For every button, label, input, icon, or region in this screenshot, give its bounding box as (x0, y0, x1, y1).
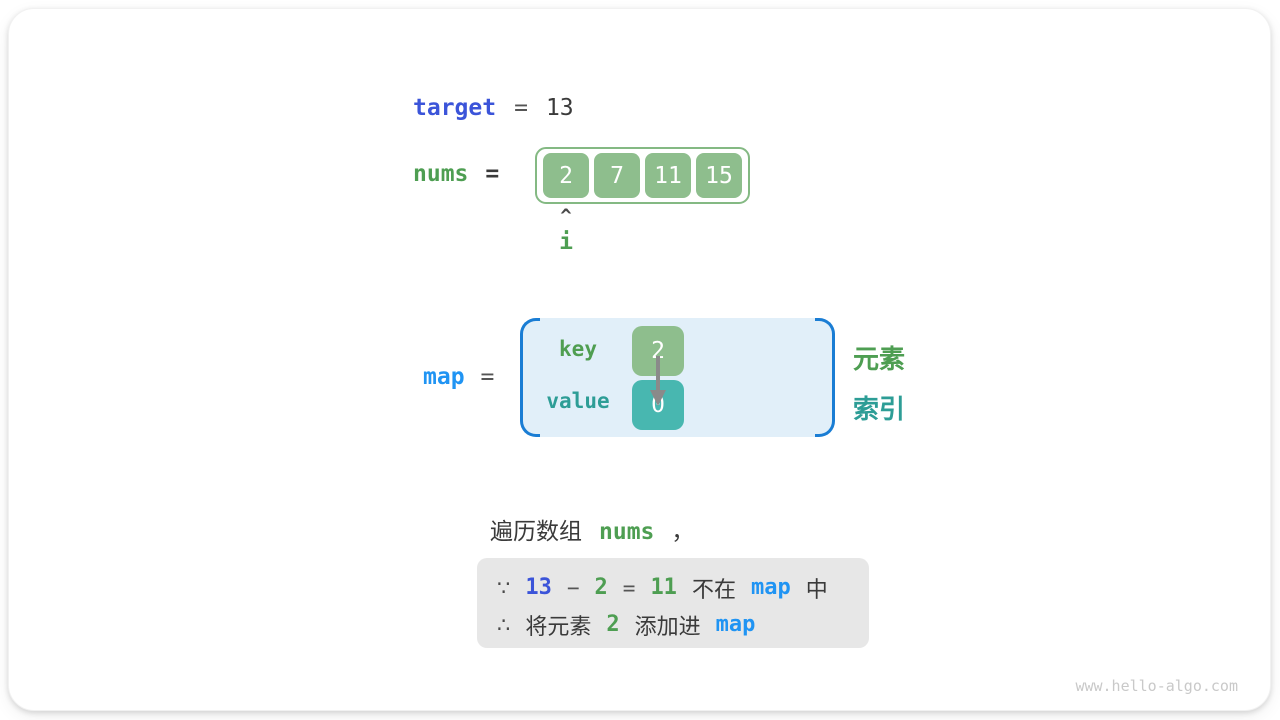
key-to-value-arrow-icon (650, 356, 666, 406)
nums-array: 2 7 11 15 (535, 147, 750, 204)
map-keyword: map (423, 364, 465, 390)
watermark: www.hello-algo.com (1075, 677, 1238, 695)
array-cell: 2 (543, 153, 589, 198)
caption-code-nums: nums (599, 519, 655, 545)
map-equals: = (480, 364, 495, 390)
note-text-in: 中 (805, 577, 828, 603)
nums-equals: = (485, 161, 500, 187)
array-cell: 7 (594, 153, 640, 198)
nums-label: nums = (413, 161, 499, 187)
note-num-value-2: 2 (606, 612, 620, 637)
note-code-map: map (750, 575, 791, 600)
caption-line: 遍历数组 nums ， (490, 512, 694, 546)
caption-text: 遍历数组 (490, 519, 582, 545)
therefore-symbol: ∴ (497, 612, 511, 637)
map-value-label: value (546, 389, 610, 413)
because-symbol: ∵ (497, 575, 511, 600)
map-label: map = (423, 364, 494, 390)
index-pointer-caret-icon: ^ (560, 205, 572, 227)
array-cell: 11 (645, 153, 691, 198)
note-line-1: ∵ 13 − 2 = 11 不在 map 中 (497, 569, 869, 606)
minus-sign: − (566, 575, 580, 600)
index-annotation: 索引 (853, 395, 906, 425)
note-code-map-2: map (715, 612, 756, 637)
note-num-value: 2 (594, 575, 608, 600)
note-box: ∵ 13 − 2 = 11 不在 map 中 ∴ 将元素 2 添加进 map (477, 558, 869, 648)
target-equals: = (514, 95, 528, 121)
nums-keyword: nums (413, 161, 469, 187)
caption-comma: ， (671, 519, 695, 545)
target-keyword: target (413, 95, 497, 121)
target-value: 13 (545, 95, 574, 121)
equals-sign: = (622, 575, 636, 600)
note-text-add-element: 将元素 (525, 614, 592, 640)
note-diff-value: 11 (650, 575, 677, 600)
note-target-value: 13 (525, 575, 552, 600)
note-text-not-in: 不在 (691, 577, 736, 603)
target-line: target = 13 (413, 95, 574, 121)
index-pointer-label: i (559, 229, 573, 255)
element-annotation: 元素 (853, 345, 906, 375)
note-text-add-into: 添加进 (634, 614, 701, 640)
note-line-2: ∴ 将元素 2 添加进 map (497, 606, 869, 643)
map-key-label: key (559, 337, 597, 361)
array-cell: 15 (696, 153, 742, 198)
